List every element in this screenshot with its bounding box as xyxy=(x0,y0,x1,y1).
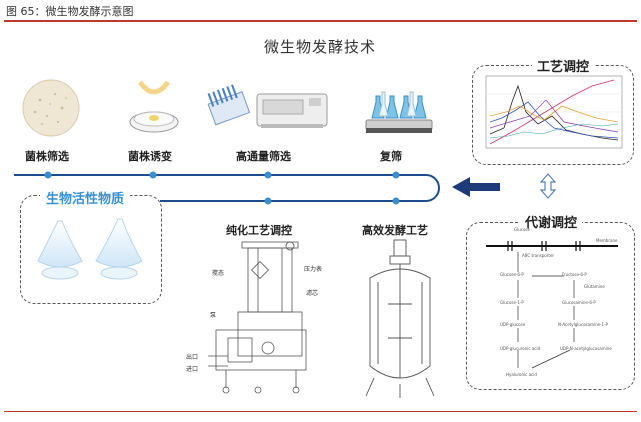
purification-control-label: 纯化工艺调控 xyxy=(226,224,292,237)
step-label-high-throughput: 高通量筛选 xyxy=(236,150,291,163)
process-control-chart xyxy=(485,75,623,149)
pathway-label-udp-glucuronic-acid: UDP-glucuronic acid xyxy=(500,346,541,351)
pathway-label-glucose: Glucose xyxy=(514,227,530,232)
petri-dish-colonies-image xyxy=(22,79,80,137)
top-rule xyxy=(4,20,637,22)
timeline-node-1 xyxy=(44,171,52,179)
step-label-rescreening: 复筛 xyxy=(380,150,402,163)
bottom-rule xyxy=(4,411,637,412)
pathway-label-glucosamine-6-p: Glucosamine-6-P xyxy=(562,300,596,305)
pathway-label-n-acetylglucosamine-1-p: N-Acetylglucosamine-1-P xyxy=(558,322,608,327)
equipment-label-stirrer: 搅态 xyxy=(212,270,225,277)
powder-bottles-image xyxy=(37,218,143,280)
equipment-label-inlet: 进口 xyxy=(186,366,199,373)
pathway-label-udp-n-acetylglucosamine: UDP-N-acetylglucosamine xyxy=(560,346,612,351)
timeline-node-6 xyxy=(264,197,272,205)
timeline-node-2 xyxy=(149,171,157,179)
figure-caption: 图 65：微生物发酵示意图 xyxy=(6,5,134,18)
process-control-title: 工艺调控 xyxy=(537,60,590,75)
equipment-label-pressure-gauge: 压力表 xyxy=(304,266,323,273)
pathway-label-glutamine: Glutamine xyxy=(584,284,605,289)
timeline-node-5 xyxy=(392,197,400,205)
timeline-node-3 xyxy=(264,171,272,179)
step-label-strain-screening: 菌株筛选 xyxy=(25,150,69,163)
petri-dish-mutagenesis-image xyxy=(129,80,179,133)
pathway-label-hyaluronic-acid: Hyaluronic acid xyxy=(506,372,537,377)
purification-equipment-drawing xyxy=(208,241,307,394)
pathway-label-abc-transporter: ABC transporter xyxy=(522,253,555,258)
pathway-label-udp-glucose: UDP-glucose xyxy=(500,322,526,327)
metabolic-control-box xyxy=(466,222,635,390)
equipment-label-filter: 滤芯 xyxy=(306,290,319,297)
double-arrow-icon xyxy=(539,173,557,199)
fermenter-drawing xyxy=(365,239,435,398)
high-throughput-screening-image xyxy=(207,84,328,128)
fermentation-process-label: 高效发酵工艺 xyxy=(362,224,428,237)
equipment-label-outlet: 出口 xyxy=(186,354,199,361)
main-title: 微生物发酵技术 xyxy=(263,38,376,56)
step-label-strain-mutagenesis: 菌株诱变 xyxy=(128,150,172,163)
timeline-node-4 xyxy=(392,171,400,179)
equipment-label-pump: 泵 xyxy=(210,312,217,319)
bioactive-substance-label: 生物活性物质 xyxy=(46,192,125,207)
pathway-label-glucose-6-p: Glucose-6-P xyxy=(500,272,524,277)
pathway-label-fructose-6-p: Fructose-6-P xyxy=(562,272,587,277)
metabolic-control-title: 代谢调控 xyxy=(525,216,578,231)
feedback-arrow xyxy=(452,177,500,197)
pathway-label-glucose-1-p: Glucose-1-P xyxy=(500,300,524,305)
rescreening-flasks-image xyxy=(365,91,433,133)
pathway-label-membrane: Membrane xyxy=(596,238,618,243)
metabolic-pathway-diagram xyxy=(486,241,618,369)
